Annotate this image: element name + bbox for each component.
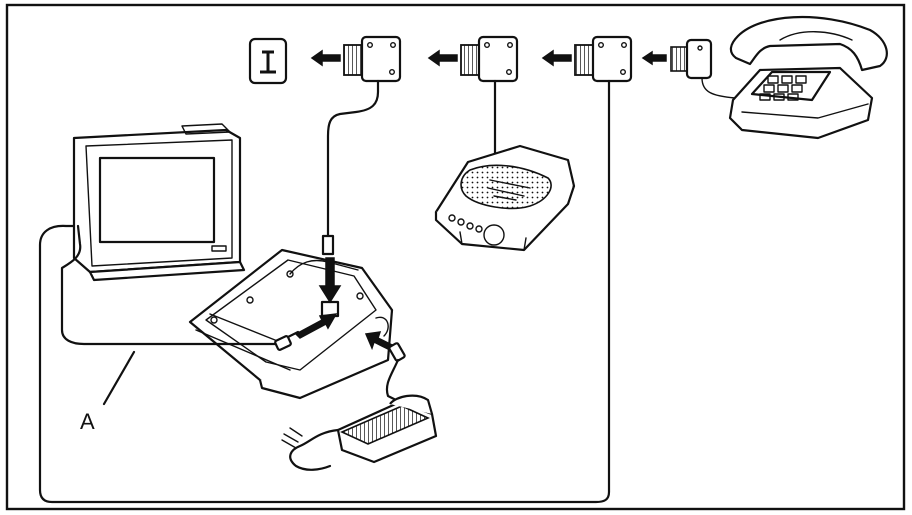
arrow-to-adapter-1: [427, 49, 458, 67]
arrow-to-wall-jack: [310, 49, 341, 67]
arrow-plug-in-phone-cord: [318, 257, 342, 304]
telephone-icon: [701, 15, 888, 140]
splitter-icon: [460, 35, 519, 83]
cable-a: [38, 79, 611, 504]
diagram-border: [5, 3, 906, 511]
callout-label-a: A: [80, 409, 95, 434]
phone-cord: [326, 79, 380, 238]
splitter-icon: [574, 35, 633, 83]
wall-jack-icon: [248, 37, 288, 85]
video-plug-icon: [274, 335, 292, 351]
power-adapter-icon: [281, 358, 438, 471]
phone-plug-icon: [670, 38, 713, 80]
tv-cable: [60, 224, 284, 346]
callout-a-line: [102, 350, 136, 406]
arrow-to-adapter-2: [541, 49, 572, 67]
arrow-plug-in-power: [364, 331, 396, 351]
arrow-to-adapter-3: [641, 50, 667, 66]
splitter-icon: [343, 35, 402, 83]
phone-plug-icon: [321, 234, 335, 256]
answering-machine-icon: [434, 144, 576, 252]
tv-icon: [72, 123, 246, 282]
dc-plug-icon: [388, 342, 406, 362]
